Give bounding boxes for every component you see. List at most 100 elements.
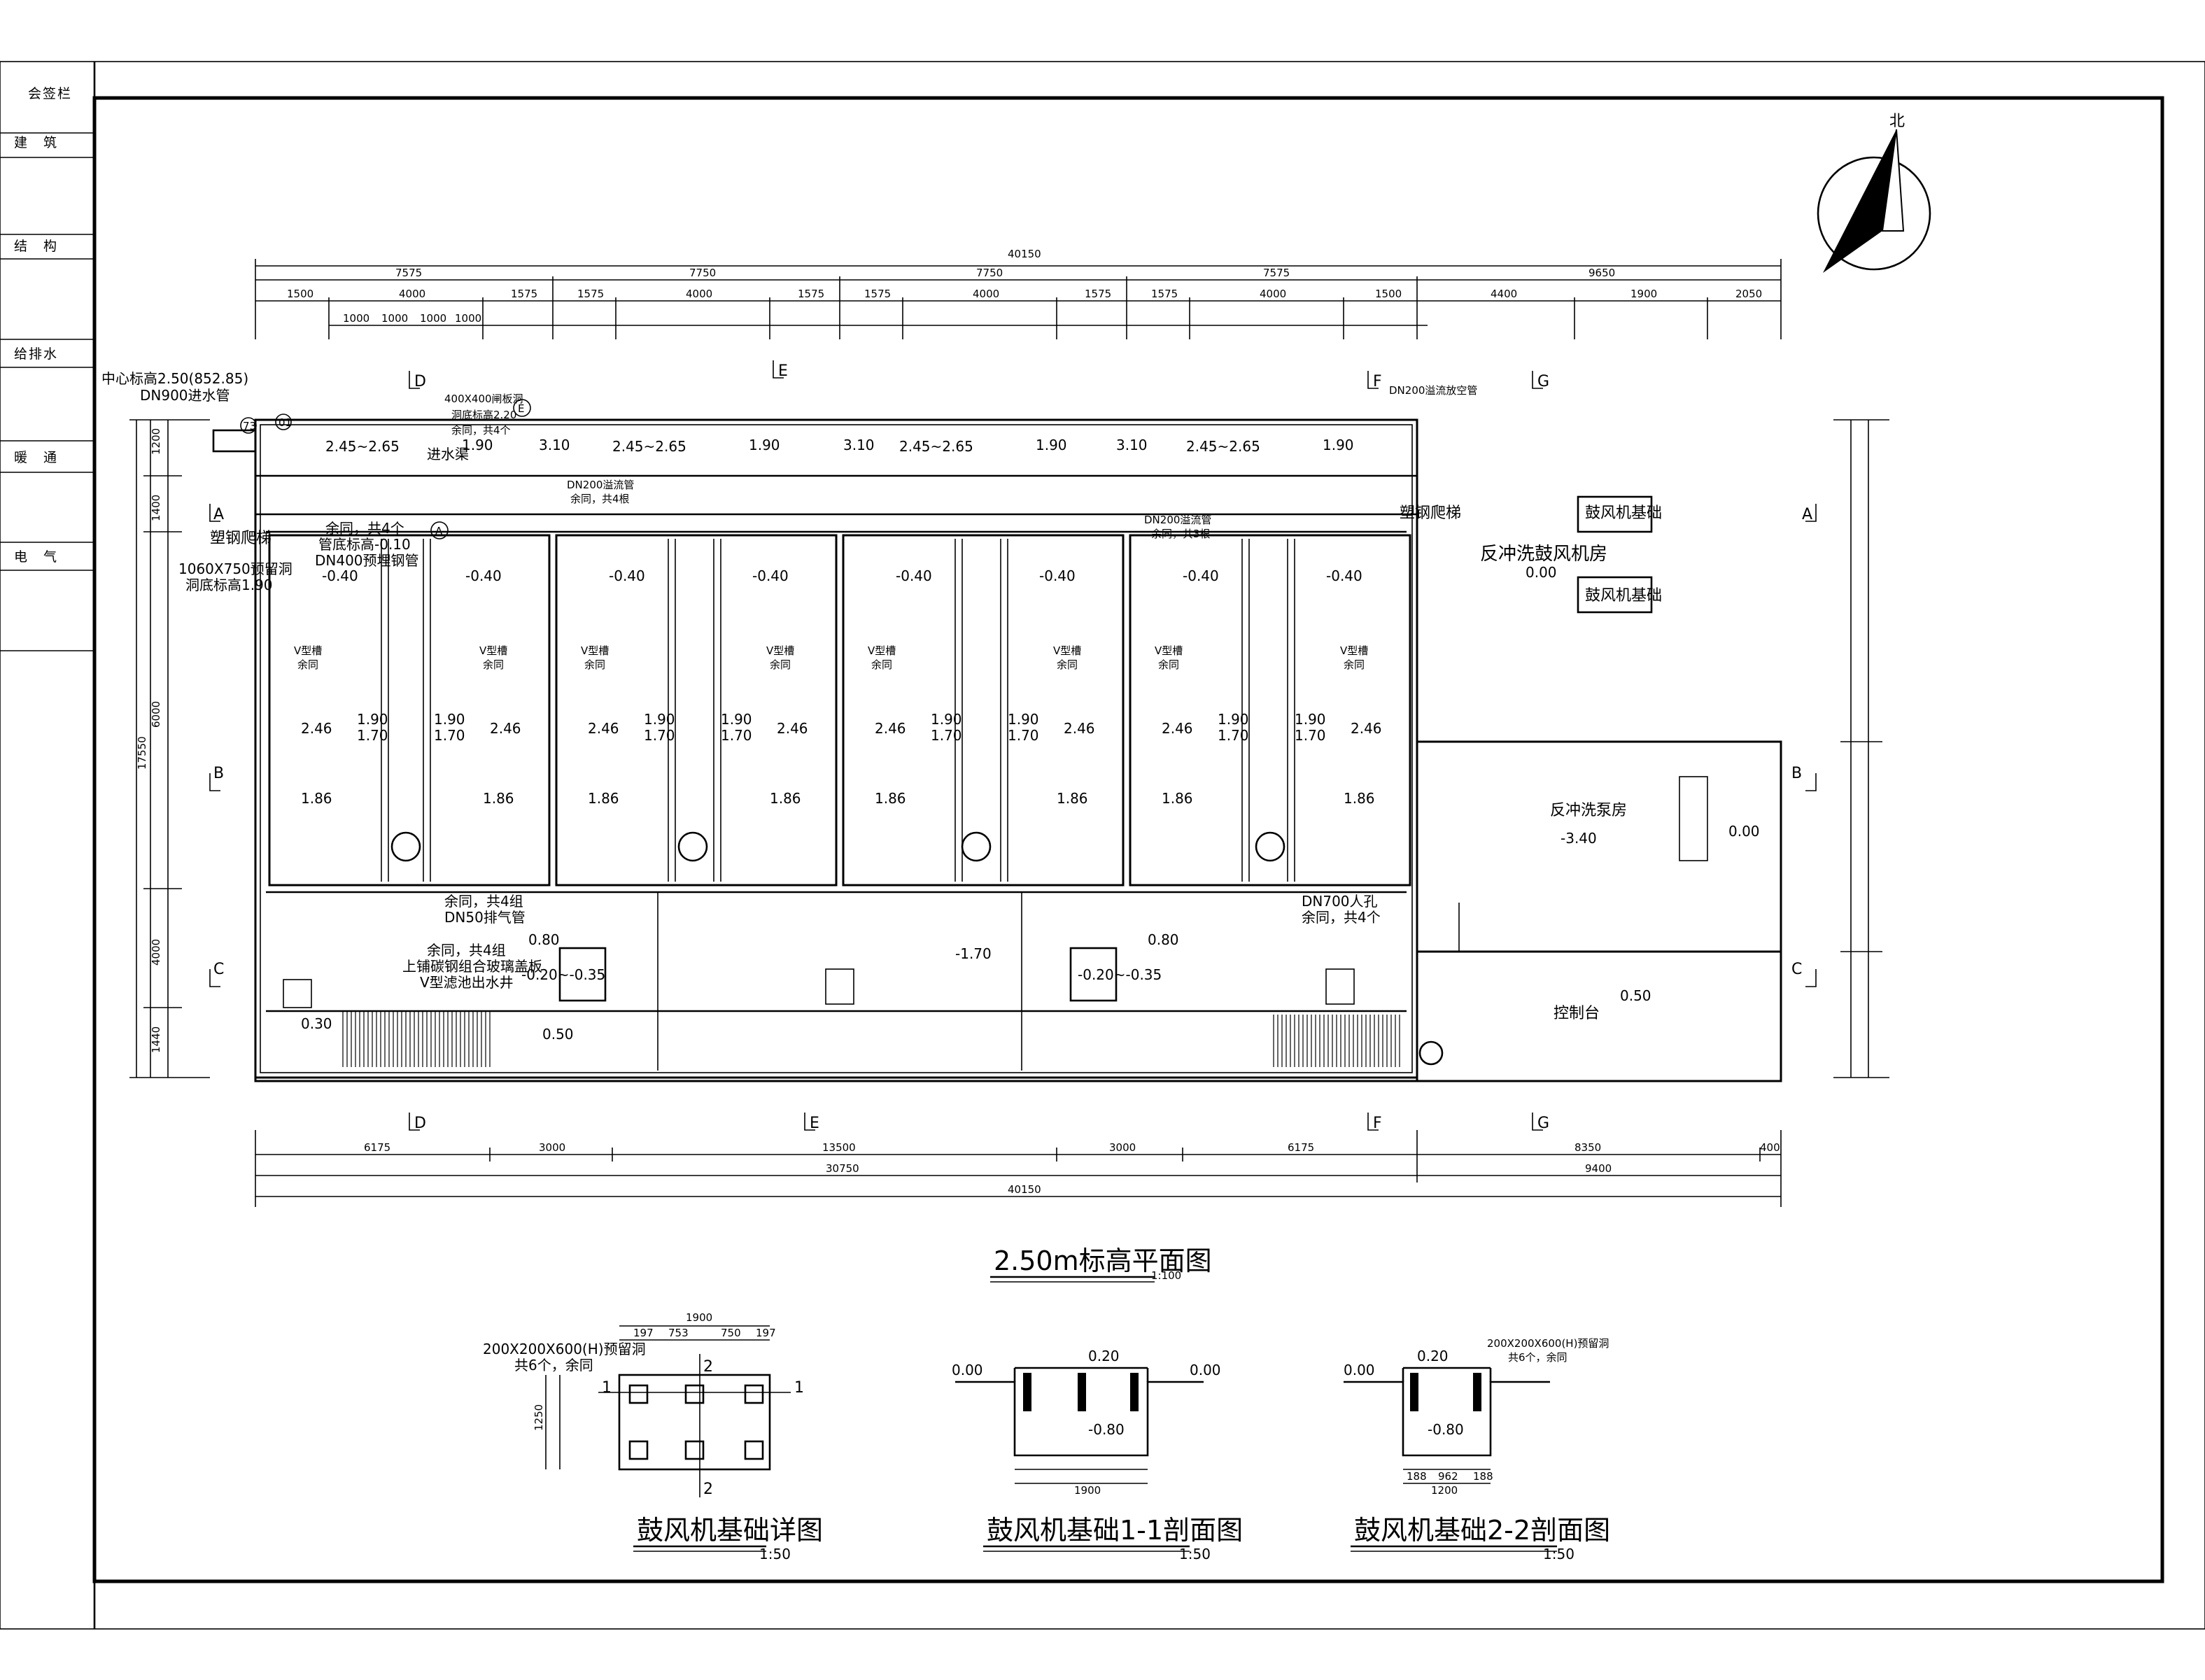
sec22-d188a: 188: [1407, 1470, 1427, 1483]
dim-top-3-13: 4400: [1491, 288, 1517, 300]
det-mark2-top: 2: [703, 1358, 713, 1376]
manhole-icon: [1255, 831, 1285, 862]
det-mark2-bottom: 2: [703, 1481, 713, 1498]
dim-top-4-4: 1000: [455, 312, 481, 325]
cell-186-right: 1.86: [483, 790, 514, 807]
note-dn200-top-same: 余同，共4根: [570, 493, 630, 505]
axis-B-left: B: [213, 765, 224, 782]
manhole-icon: [961, 831, 992, 862]
cell-same-right: 余同: [483, 658, 504, 671]
cell-246-left: 2.46: [301, 720, 332, 737]
axis-D-top: D: [414, 373, 426, 390]
note-dn200-mid: DN200溢流管: [1144, 514, 1211, 526]
cell-inlet-range: 2.45~2.65: [899, 438, 973, 455]
cell-inlet-190: 1.90: [1036, 437, 1067, 453]
sec11-elev-top: 0.20: [1088, 1348, 1120, 1364]
note-dn400: DN400预埋钢管: [315, 552, 419, 569]
tag-73: 73: [243, 420, 256, 432]
cell-same-right: 余同: [770, 658, 791, 671]
cell-190-a: 1.90: [357, 711, 388, 728]
stair-icon: [1679, 776, 1708, 861]
cell-246-left: 2.46: [875, 720, 906, 737]
det-hole: 200X200X600(H)预留洞: [483, 1341, 646, 1357]
note-chan-cover: 上铺碳钢组合玻璃盖板: [402, 958, 542, 975]
inlet-pipe: [212, 429, 257, 453]
elev-chan-1: 0.80: [528, 931, 560, 948]
plan-scale: 1:100: [1151, 1269, 1181, 1282]
detail-scale: 1:50: [759, 1546, 791, 1562]
sec22-d188b: 188: [1473, 1470, 1493, 1483]
panel-electrical: 电 气: [14, 549, 58, 565]
cell-vtrough-right: V型槽: [766, 644, 794, 657]
dim-top-4-3: 1000: [420, 312, 446, 325]
note-dn200-top: DN200溢流管: [567, 479, 634, 491]
note-ladder-left: 塑钢爬梯: [210, 530, 272, 547]
note-pipe-elev: 管底标高-0.10: [318, 536, 411, 553]
elev-left-gallery: 0.30: [301, 1015, 332, 1032]
det-d750: 750: [721, 1327, 741, 1339]
plan-main: [212, 414, 1782, 1082]
note-hole-elev: 洞底标高1.90: [185, 577, 273, 593]
cell-246-right: 2.46: [1064, 720, 1095, 737]
cell-elev-left: -0.40: [609, 567, 645, 584]
plan-title: 2.50m标高平面图: [994, 1245, 1212, 1276]
section-2-2: 0.00 0.20 -0.80 200X200X600(H)预留洞 共6个，余同…: [1344, 1337, 1610, 1562]
cell-170-b: 1.70: [721, 727, 752, 744]
elev-control: 0.50: [1620, 987, 1651, 1004]
dim-top-3-11: 4000: [1260, 288, 1286, 300]
dim-top-3-10: 1575: [1151, 288, 1178, 300]
panel-sign: 会签栏: [28, 86, 72, 101]
note-inlet-pipe: DN900进水管: [140, 387, 230, 404]
cell-same-left: 余同: [1158, 658, 1179, 671]
det-mark1-left: 1: [602, 1379, 612, 1397]
cell-190-a: 1.90: [644, 711, 675, 728]
panel-structure: 结 构: [14, 239, 58, 254]
cell-elev-right: -0.40: [1326, 567, 1362, 584]
cell-inlet-190: 1.90: [462, 437, 493, 453]
note-dn200-vent: DN200溢流放空管: [1389, 384, 1477, 397]
cell-same-left: 余同: [584, 658, 605, 671]
plan-annotations: 中心标高2.50(852.85) DN900进水管 73 01 400X400闸…: [101, 370, 1760, 1043]
dim-bot-1-5: 6175: [1288, 1141, 1314, 1154]
cell-inlet-range: 2.45~2.65: [1186, 438, 1260, 455]
axis-F-top: F: [1373, 373, 1382, 390]
dim-top-3-7: 1575: [864, 288, 891, 300]
cell-190-a: 1.90: [1218, 711, 1249, 728]
dim-overall-top: 40150: [1008, 248, 1041, 260]
label-control: 控制台: [1554, 1005, 1600, 1022]
blower-base-2: [1577, 576, 1653, 614]
dim-top-4-1: 1000: [343, 312, 369, 325]
cell-246-right: 2.46: [490, 720, 521, 737]
cell-inlet-range: 2.45~2.65: [325, 438, 400, 455]
filter-cells: [268, 534, 1411, 887]
dim-left-5: 1440: [150, 1026, 162, 1053]
dim-top-3-14: 1900: [1630, 288, 1657, 300]
tag-A: A: [435, 525, 443, 537]
detail-title: 鼓风机基础详图: [637, 1515, 823, 1546]
det-w1900: 1900: [686, 1311, 712, 1324]
cell-190-b: 1.90: [721, 711, 752, 728]
cell-246-left: 2.46: [1162, 720, 1193, 737]
dim-top-3-6: 1575: [798, 288, 824, 300]
dim-top-2-5: 9650: [1588, 267, 1615, 279]
dim-top-4-2: 1000: [381, 312, 408, 325]
cell-elev-right: -0.40: [1039, 567, 1076, 584]
sec11-scale: 1:50: [1179, 1546, 1211, 1562]
dim-left-total: 17550: [136, 736, 148, 770]
dim-left-2: 1400: [150, 495, 162, 521]
sec11-elev-bottom: -0.80: [1088, 1421, 1125, 1438]
cell-190-a: 1.90: [931, 711, 962, 728]
sec22-w1200: 1200: [1431, 1484, 1458, 1497]
dim-top-3-2: 4000: [399, 288, 425, 300]
dim-bot-1-1: 6175: [364, 1141, 390, 1154]
axis-A-left: A: [213, 506, 224, 523]
sec11-elev-left: 0.00: [952, 1362, 983, 1378]
note-chan-well: V型滤池出水井: [420, 974, 514, 991]
grating-right: [1273, 1015, 1400, 1067]
det-d753: 753: [668, 1327, 689, 1339]
dim-bot-2-1: 30750: [826, 1162, 859, 1175]
cell-186-right: 1.86: [770, 790, 801, 807]
cell-186-right: 1.86: [1057, 790, 1088, 807]
det-d197b: 197: [756, 1327, 776, 1339]
cell-186-left: 1.86: [1162, 790, 1193, 807]
